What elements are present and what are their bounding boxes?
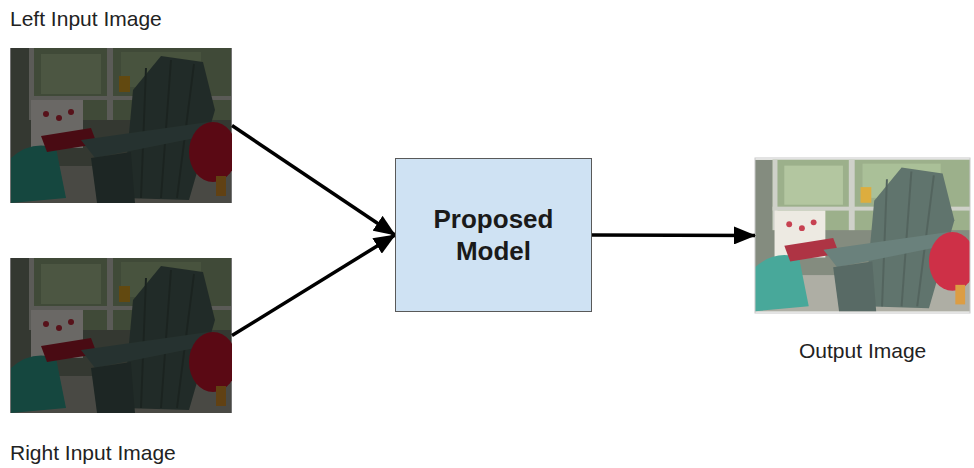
arrow-connector — [232, 126, 395, 236]
image-frame: Output Image — [755, 158, 970, 313]
image-frame: Right Input Image — [10, 258, 232, 413]
image-caption: Output Image — [797, 338, 928, 363]
right-input-photo — [10, 258, 237, 413]
box-label: Proposed Model — [414, 203, 574, 267]
arrow-connector — [592, 233, 755, 237]
left-input-photo — [10, 48, 237, 203]
image-frame: Left Input Image — [10, 48, 232, 203]
arrow-connector — [232, 235, 395, 336]
process-box: Proposed Model — [395, 158, 592, 312]
output-photo — [755, 158, 974, 313]
image-caption: Left Input Image — [8, 6, 164, 31]
image-caption: Right Input Image — [8, 440, 178, 465]
